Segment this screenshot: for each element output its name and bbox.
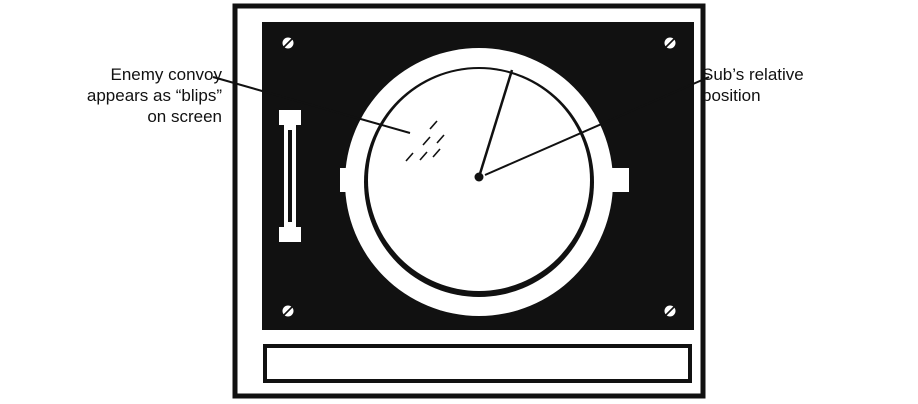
screw-icon <box>283 306 294 317</box>
label-line: Enemy convoy <box>0 64 222 85</box>
label-enemy-convoy: Enemy convoy appears as “blips” on scree… <box>0 64 222 127</box>
label-line: on screen <box>0 106 222 127</box>
label-line: position <box>702 85 804 106</box>
screw-icon <box>665 306 676 317</box>
bottom-slot <box>265 346 690 381</box>
sub-position-dot <box>475 173 484 182</box>
label-sub-position: Sub’s relative position <box>702 64 804 106</box>
label-line: Sub’s relative <box>702 64 804 85</box>
screw-icon <box>665 38 676 49</box>
label-line: appears as “blips” <box>0 85 222 106</box>
screw-icon <box>283 38 294 49</box>
